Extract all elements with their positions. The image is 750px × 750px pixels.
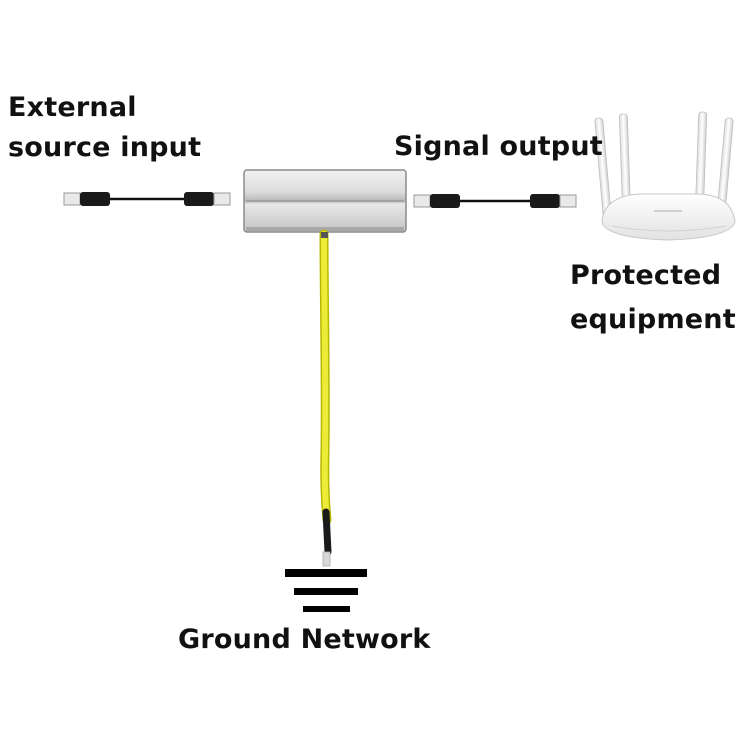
rj45-connector-icon — [530, 194, 577, 208]
protected-equipment-label: Protected equipment — [570, 260, 736, 335]
router-icon — [594, 111, 736, 241]
rj45-connector-icon — [413, 194, 460, 208]
ground-wire — [319, 229, 332, 567]
rj45-connector-icon — [63, 192, 110, 206]
surge-protector-icon — [243, 169, 407, 233]
ground-network-label: Ground Network — [178, 624, 431, 655]
rj45-connector-icon — [184, 192, 231, 206]
external-source-input-label: External source input — [8, 92, 202, 163]
signal-output-label: Signal output — [394, 131, 603, 162]
output-cable — [413, 194, 577, 208]
ground-symbol-icon — [285, 569, 367, 612]
input-cable — [63, 192, 231, 206]
